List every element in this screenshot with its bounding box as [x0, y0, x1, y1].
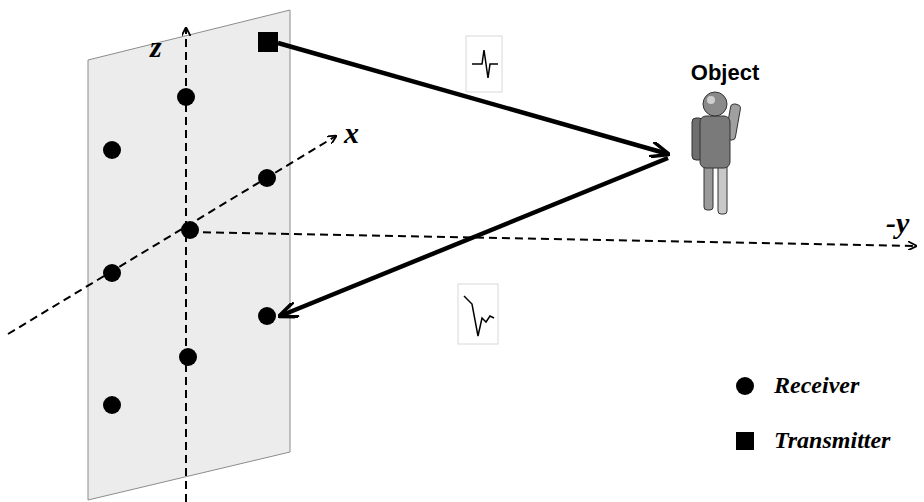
object-label: Object — [691, 60, 759, 86]
z-axis-label: z — [150, 32, 162, 62]
object-figure — [692, 92, 741, 214]
pulse-icon — [466, 36, 502, 92]
array-plane — [88, 10, 290, 500]
receiver-dots — [103, 88, 276, 414]
transmitter-square — [258, 32, 278, 52]
echo-pulse-icon — [458, 284, 498, 344]
legend-text: Transmitter — [774, 428, 890, 452]
y-axis — [190, 232, 916, 246]
x-axis — [8, 136, 336, 334]
x-axis-label: x — [344, 118, 359, 148]
legend-text: Receiver — [774, 373, 859, 397]
y-axis-label: -y — [886, 208, 909, 238]
object-node: Object — [691, 60, 759, 86]
receiver-legend-sample — [736, 377, 754, 395]
transmitter-legend-sample — [736, 432, 754, 450]
